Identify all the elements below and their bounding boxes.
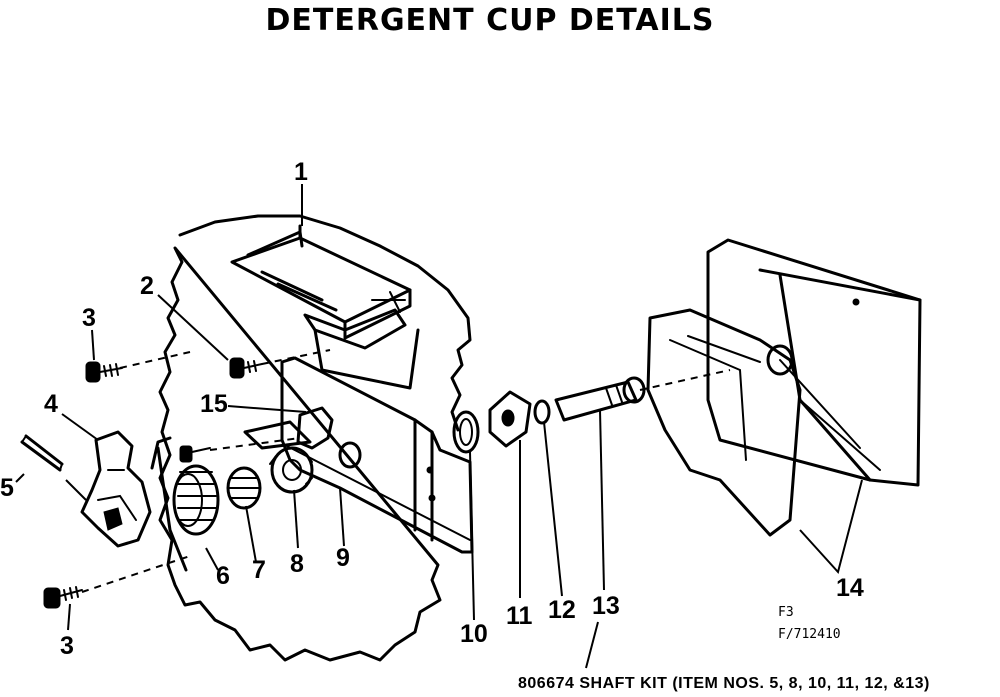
- figure-ref-line2: F/712410: [778, 627, 841, 642]
- cup-cover-part: [646, 238, 922, 537]
- small-washer-part: [533, 399, 551, 425]
- callout-12: 12: [548, 596, 576, 624]
- pin-part: [20, 434, 64, 472]
- callout-6: 6: [216, 562, 230, 590]
- spring-wire-part: [150, 436, 188, 572]
- callout-7: 7: [252, 556, 266, 584]
- alignment-lines: [81, 349, 731, 593]
- washer-part: [488, 390, 532, 448]
- gear-bushing-part: [269, 446, 314, 494]
- callout-labels: 1 2 3 4 5 15 6 7 8 9 10 11 12 13 14 3: [0, 158, 864, 660]
- shaft-kit-note: 806674 SHAFT KIT (ITEM NOS. 5, 8, 10, 11…: [518, 675, 930, 692]
- screw-3-upper-part: [85, 361, 123, 383]
- small-spring-part: [226, 466, 262, 510]
- door-panel-part: [158, 214, 472, 662]
- callout-5: 5: [0, 474, 14, 502]
- screw-15-part: [179, 445, 211, 463]
- screw-3-lower-part: [43, 586, 83, 609]
- figure-ref-line1: F3: [778, 605, 794, 620]
- callout-15: 15: [200, 390, 228, 418]
- callout-13: 13: [592, 592, 620, 620]
- callout-3-upper: 3: [82, 304, 96, 332]
- screw-2-part: [229, 357, 263, 379]
- latch-lever-part: [80, 430, 152, 548]
- callout-10: 10: [460, 620, 488, 648]
- callout-11: 11: [506, 602, 533, 630]
- seal-ring-part: [452, 410, 480, 454]
- figure-reference: F3 F/712410: [778, 605, 841, 642]
- large-spring-part: [172, 464, 220, 536]
- cam-part: [243, 406, 334, 450]
- callout-9: 9: [336, 544, 350, 572]
- callout-2: 2: [140, 272, 154, 300]
- callout-3-lower: 3: [60, 632, 74, 660]
- diagram-title: DETERGENT CUP DETAILS: [265, 3, 714, 38]
- mounting-plate-part: [280, 356, 474, 554]
- callout-8: 8: [290, 550, 304, 578]
- leader-lines: [15, 184, 863, 669]
- callout-14: 14: [836, 574, 864, 602]
- callout-4: 4: [44, 390, 58, 418]
- callout-1: 1: [294, 158, 308, 186]
